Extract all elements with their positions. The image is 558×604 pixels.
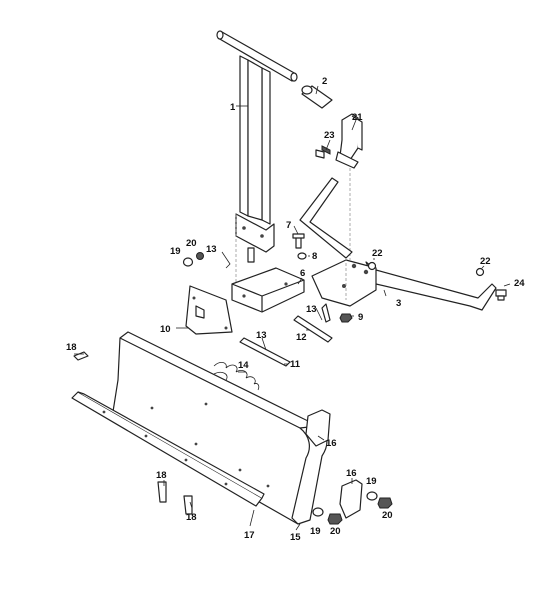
hardware <box>73 233 507 525</box>
callout-labels: 1 2 3 6 7 8 9 10 11 12 13 13 13 14 15 16… <box>66 76 525 543</box>
callout-10: 10 <box>160 324 171 335</box>
callout-22a: 22 <box>372 248 383 259</box>
cutting-edge <box>71 391 265 507</box>
callout-13a: 13 <box>206 244 217 255</box>
plow-blade <box>111 331 328 525</box>
leader-lines <box>74 85 511 531</box>
spring <box>213 362 260 391</box>
callout-20a: 20 <box>186 238 197 249</box>
callout-24: 24 <box>514 278 525 289</box>
callout-7: 7 <box>286 220 291 231</box>
callout-8: 8 <box>312 251 317 262</box>
callout-19b: 19 <box>310 526 321 537</box>
callout-19a: 19 <box>170 246 181 257</box>
pivot-rods <box>239 303 333 367</box>
callout-18c: 18 <box>186 512 197 523</box>
push-frame <box>299 177 497 311</box>
callout-3: 3 <box>396 298 401 309</box>
callout-22b: 22 <box>480 256 491 267</box>
callout-23: 23 <box>324 130 335 141</box>
handle-assembly <box>216 30 298 290</box>
callout-15: 15 <box>290 532 301 543</box>
callout-14: 14 <box>238 360 249 371</box>
callout-17: 17 <box>244 530 255 541</box>
callout-18b: 18 <box>156 470 167 481</box>
callout-11: 11 <box>290 359 301 370</box>
callout-21: 21 <box>352 112 363 123</box>
skid-shoes <box>305 409 363 519</box>
callout-16a: 16 <box>326 438 337 449</box>
callout-13b: 13 <box>256 330 267 341</box>
callout-12: 12 <box>296 332 307 343</box>
callout-18a: 18 <box>66 342 77 353</box>
callout-1: 1 <box>230 102 236 113</box>
callout-16b: 16 <box>346 468 357 479</box>
callout-20b: 20 <box>330 526 341 537</box>
pivot-bracket <box>231 267 305 313</box>
callout-9: 9 <box>358 312 363 323</box>
callout-2: 2 <box>322 76 327 87</box>
grip-tube <box>301 85 333 109</box>
callout-6: 6 <box>300 268 305 279</box>
callout-20c: 20 <box>382 510 393 521</box>
mount-plate <box>185 285 233 335</box>
upper-bracket <box>315 113 363 260</box>
callout-13c: 13 <box>306 304 317 315</box>
callout-19c: 19 <box>366 476 377 487</box>
